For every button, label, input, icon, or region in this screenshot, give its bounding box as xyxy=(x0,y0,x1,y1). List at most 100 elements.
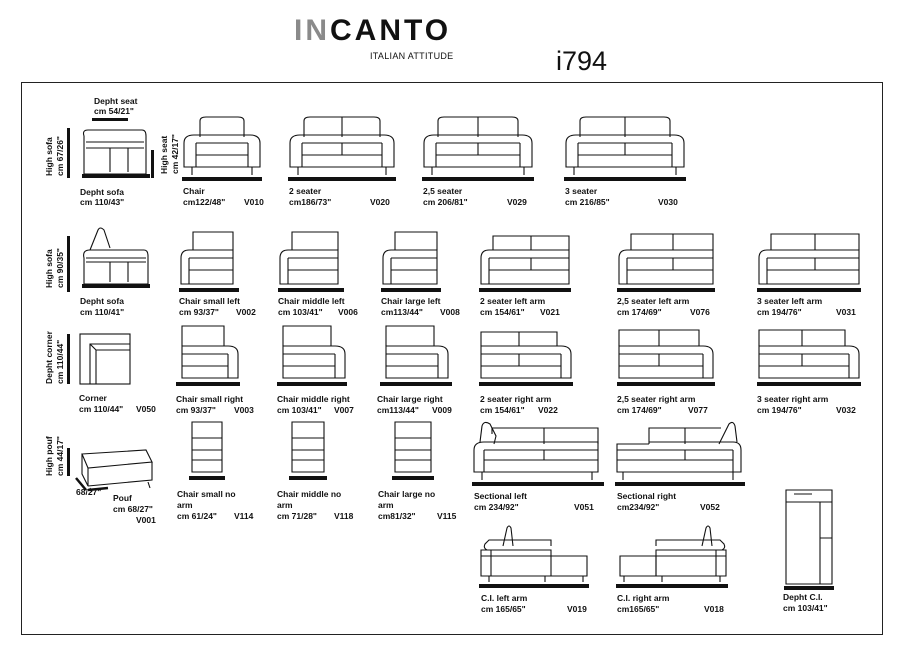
ci-v018-size: cm165/65" xyxy=(617,604,660,614)
sofa-v022-name: 2 seater right arm xyxy=(480,394,552,404)
sofa-v021-code: V021 xyxy=(540,307,560,317)
chair-v118-size: cm 71/28" xyxy=(277,511,317,521)
sectional-v051-drawing xyxy=(472,421,604,486)
high-sofa2-label: High sofa xyxy=(44,249,54,288)
chair-v115-drawing xyxy=(392,421,434,480)
chair-v002-drawing xyxy=(179,231,239,292)
pouf-size: cm 68/27" xyxy=(113,504,153,514)
chair-v006-name: Chair middle left xyxy=(278,296,345,306)
chair-v007-code: V007 xyxy=(334,405,354,415)
sofa-v020-drawing xyxy=(288,116,396,181)
chair-v002-size: cm 93/37" xyxy=(179,307,219,317)
chair-v115-name: Chair large no xyxy=(378,489,436,499)
recliner-profile-drawing xyxy=(82,227,150,288)
high-pouf-bar xyxy=(67,448,70,476)
chair-v008-code: V008 xyxy=(440,307,460,317)
chair-v003-size: cm 93/37" xyxy=(176,405,216,415)
chair-v002-name: Chair small left xyxy=(179,296,240,306)
chair-v008-drawing xyxy=(381,231,441,292)
corner-name: Corner xyxy=(79,393,107,403)
chair-v115-code: V115 xyxy=(437,511,457,521)
depth-ci-drawing xyxy=(784,489,834,590)
sofa-v029-drawing xyxy=(422,116,534,181)
corner-drawing xyxy=(79,333,131,385)
chair-v009-name: Chair large right xyxy=(377,394,443,404)
model-code: i794 xyxy=(556,46,608,76)
chair-v118-drawing xyxy=(289,421,327,480)
high-seat-bar xyxy=(151,150,154,178)
depth-ci-size: cm 103/41" xyxy=(783,603,828,613)
pouf-drawing xyxy=(75,449,153,493)
sofa-v021-name: 2 seater left arm xyxy=(480,296,546,306)
high-pouf-value: cm 44/17" xyxy=(55,436,65,476)
sectional-v052-name: Sectional right xyxy=(617,491,677,501)
high-seat-value: cm 42/17" xyxy=(170,134,180,174)
chair-v010-size: cm122/48" xyxy=(183,197,226,207)
pouf-code: V001 xyxy=(136,515,156,525)
sofa-v077-drawing xyxy=(617,329,715,386)
sofa-v030-name: 3 seater xyxy=(565,186,598,196)
sofa-v032-name: 3 seater right arm xyxy=(757,394,829,404)
sofa-v076-code: V076 xyxy=(690,307,710,317)
sofa-v077-code: V077 xyxy=(688,405,708,415)
depth-seat-label: Depht seat xyxy=(94,96,138,106)
sofa-v076-name: 2,5 seater left arm xyxy=(617,296,690,306)
high-sofa-bar xyxy=(67,128,70,178)
high-seat-label: High seat xyxy=(159,135,169,174)
high-sofa-value: cm 67/26" xyxy=(55,136,65,176)
sofa-v076-drawing xyxy=(617,233,715,292)
corner-code: V050 xyxy=(136,404,156,414)
sectional-v052-drawing xyxy=(615,421,745,486)
chair-v118-name2: arm xyxy=(277,500,293,510)
sofa-v076-size: cm 174/69" xyxy=(617,307,662,317)
chair-v007-name: Chair middle right xyxy=(277,394,350,404)
sofa-v020-code: V020 xyxy=(370,197,390,207)
ci-v019-drawing xyxy=(479,525,589,588)
corner-size: cm 110/44" xyxy=(79,404,124,414)
high-sofa2-bar xyxy=(67,236,70,292)
sofa-v031-name: 3 seater left arm xyxy=(757,296,823,306)
sectional-v051-size: cm 234/92" xyxy=(474,502,519,512)
ci-v019-size: cm 165/65" xyxy=(481,604,526,614)
chair-v003-drawing xyxy=(176,325,240,386)
depth-corner-label: Depht corner xyxy=(44,331,54,384)
sofa-v030-drawing xyxy=(564,116,686,181)
brand-tagline: ITALIAN ATTITUDE xyxy=(370,51,454,61)
chair-v009-code: V009 xyxy=(432,405,452,415)
sofa-v021-size: cm 154/61" xyxy=(480,307,525,317)
sofa-v022-size: cm 154/61" xyxy=(480,405,525,415)
sofa-v031-size: cm 194/76" xyxy=(757,307,802,317)
chair-v006-code: V006 xyxy=(338,307,358,317)
chair-v114-name2: arm xyxy=(177,500,193,510)
chair-v009-drawing xyxy=(380,325,452,386)
sofa-v032-size: cm 194/76" xyxy=(757,405,802,415)
sectional-v051-code: V051 xyxy=(574,502,594,512)
depth-ci-name: Depht C.I. xyxy=(783,592,823,602)
chair-v118-code: V118 xyxy=(334,511,354,521)
brand-logo: INCANTO xyxy=(294,14,452,47)
pouf-name: Pouf xyxy=(113,493,132,503)
chair-v007-drawing xyxy=(277,325,347,386)
ci-v018-code: V018 xyxy=(704,604,724,614)
chair-v118-name: Chair middle no xyxy=(277,489,342,499)
chair-v115-size: cm81/32" xyxy=(378,511,416,521)
depth-corner-value: cm 110/44" xyxy=(55,339,65,384)
depth-sofa2-value: cm 110/41" xyxy=(80,307,125,317)
chair-v114-name: Chair small no xyxy=(177,489,236,499)
chair-v010-code: V010 xyxy=(244,197,264,207)
depth-sofa-label: Depht sofa xyxy=(80,187,124,197)
sofa-v029-size: cm 206/81" xyxy=(423,197,468,207)
catalog-frame xyxy=(21,82,883,635)
sofa-v031-code: V031 xyxy=(836,307,856,317)
sectional-v052-size: cm234/92" xyxy=(617,502,660,512)
high-sofa2-value: cm 90/35" xyxy=(55,248,65,288)
sofa-v022-code: V022 xyxy=(538,405,558,415)
chair-v006-drawing xyxy=(278,231,344,292)
sofa-v031-drawing xyxy=(757,233,861,292)
sectional-v051-name: Sectional left xyxy=(474,491,527,501)
chair-v008-name: Chair large left xyxy=(381,296,441,306)
sofa-v020-size: cm186/73" xyxy=(289,197,332,207)
sofa-v032-code: V032 xyxy=(836,405,856,415)
pouf-side-dim: 68/27" xyxy=(76,487,102,497)
chair-v002-code: V002 xyxy=(236,307,256,317)
